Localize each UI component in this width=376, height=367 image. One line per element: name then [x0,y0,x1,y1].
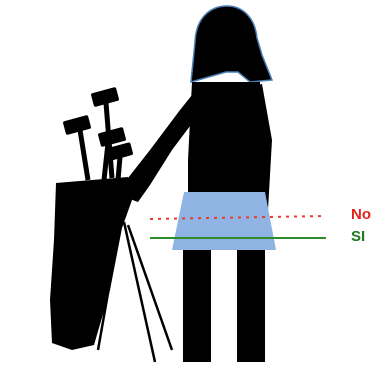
right-leg [237,250,265,362]
no-label: No [351,207,371,222]
golf-club-icon [63,87,134,180]
left-arm [122,90,196,202]
left-leg [183,250,211,362]
golf-bag-icon [50,177,132,350]
skirt [172,192,276,250]
hair [191,6,272,82]
si-label: SI [351,229,365,244]
